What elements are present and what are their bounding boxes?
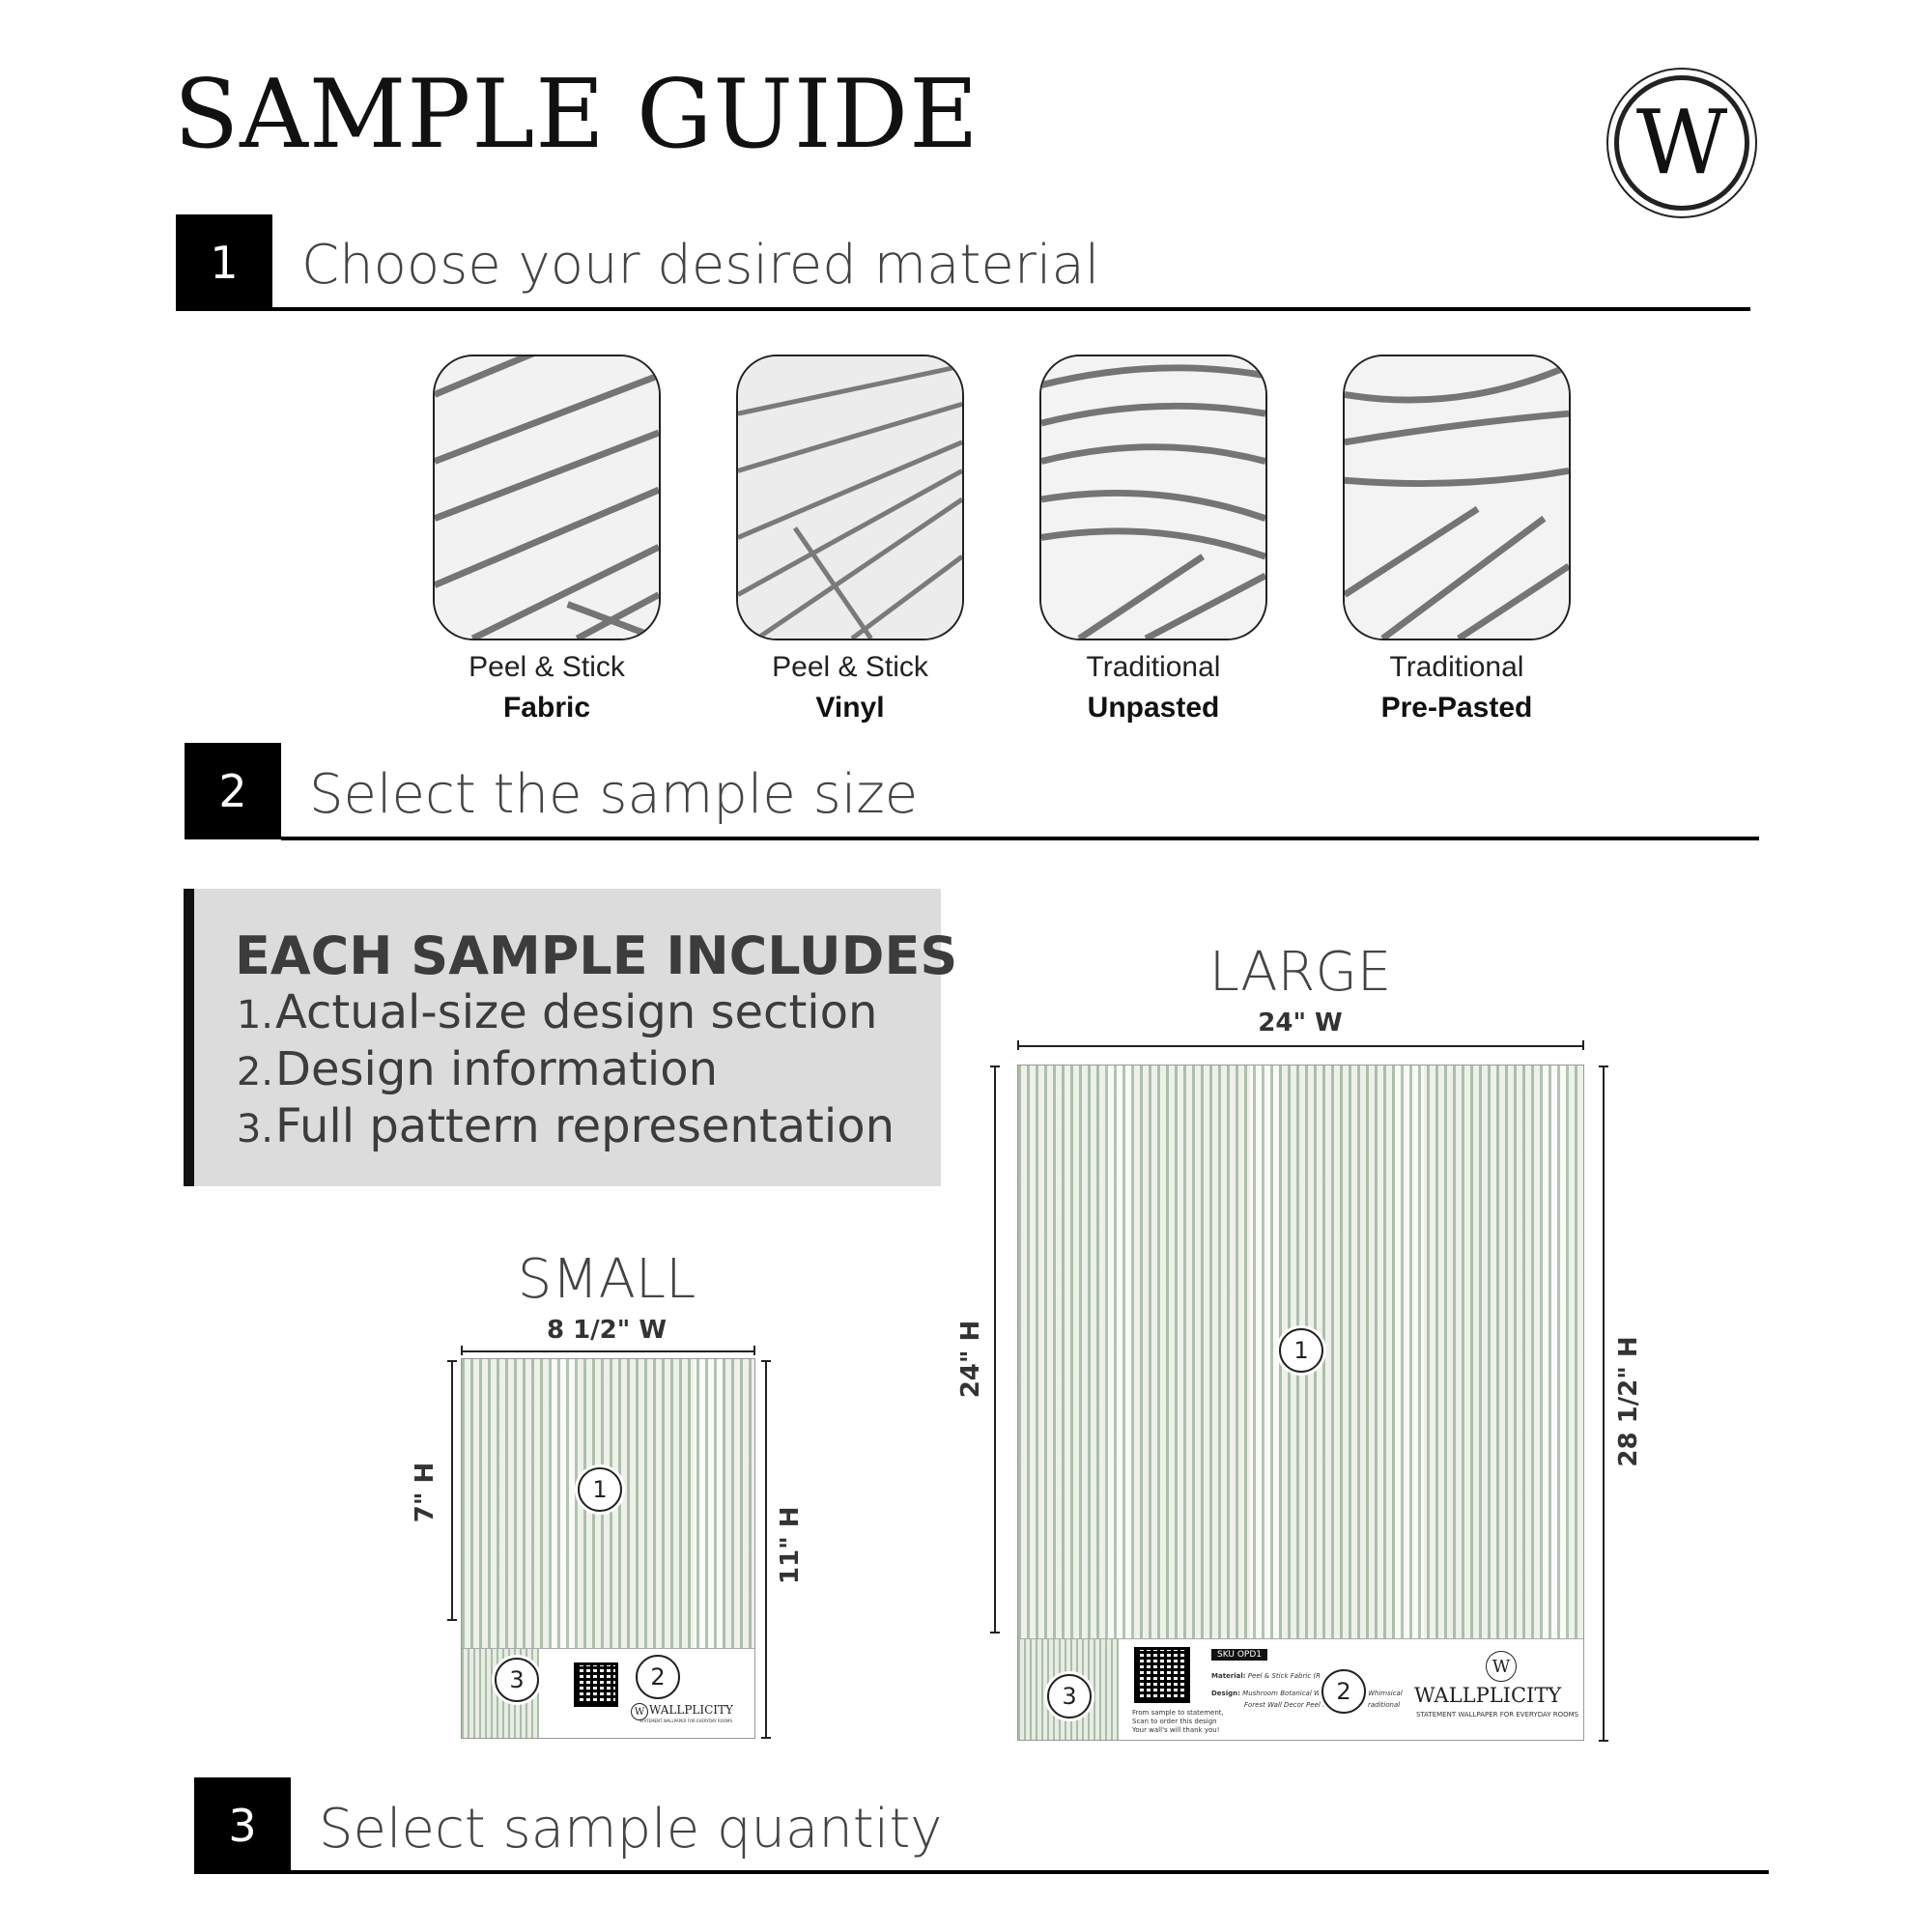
page-title: SAMPLE GUIDE [174,60,980,170]
includes-list: 1.Actual-size design section 2.Design in… [235,985,895,1156]
callout-actual-size: 1 [1279,1328,1323,1373]
step-1-number: 1 [176,214,272,311]
dimension-tick [990,1632,1000,1634]
step-3-title: Select sample quantity [319,1798,943,1861]
callout-actual-size: 1 [578,1467,622,1512]
callout-design-info: 2 [636,1655,680,1699]
large-total-height-line [1603,1065,1605,1742]
dimension-tick [447,1619,457,1621]
large-sample-footer: From sample to statement, Scan to order … [1018,1638,1583,1740]
material-swatch-pre-pasted[interactable] [1343,355,1571,640]
large-total-height-label: 28 1/2" H [1614,1336,1643,1467]
qr-code-icon [1134,1647,1190,1703]
qr-caption: Scan to order this design [1132,1718,1217,1725]
includes-title: EACH SAMPLE INCLUDES [235,925,958,986]
design-info: Whimsical [1368,1690,1403,1697]
dimension-tick [447,1360,457,1362]
sample-includes-box: EACH SAMPLE INCLUDES 1.Actual-size desig… [184,889,957,1186]
small-pattern-section [462,1359,754,1651]
dimension-tick [761,1360,771,1362]
wallplicity-tagline: STATEMENT WALLPAPER FOR EVERYDAY ROOMS [639,1719,733,1723]
large-width-label: 24" W [1258,1009,1343,1037]
material-swatch-unpasted[interactable] [1039,355,1267,640]
dimension-tick [1599,1065,1608,1067]
large-size-title: LARGE [1208,941,1392,1004]
wallplicity-logo-icon: W [1486,1651,1517,1682]
large-sample-preview: From sample to statement, Scan to order … [1017,1065,1584,1741]
step-3-divider [291,1870,1769,1874]
small-width-line [461,1350,755,1352]
large-pattern-section [1018,1065,1583,1639]
wallplicity-brand: WALLPLICITY [649,1703,733,1717]
step-2-title: Select the sample size [309,763,919,826]
callout-full-pattern: 3 [1047,1674,1092,1719]
small-width-label: 8 1/2" W [546,1316,668,1345]
includes-item: 3.Full pattern representation [236,1099,895,1153]
wallplicity-logo-icon: W [631,1703,648,1720]
dimension-tick [990,1065,1000,1067]
qr-code-icon [574,1662,618,1707]
dimension-tick [1582,1040,1584,1050]
large-inner-height-line [994,1065,996,1634]
material-swatch-fabric[interactable] [433,355,661,640]
small-inner-height-label: 7" H [411,1462,440,1523]
brand-logo: W [1606,68,1757,218]
material-swatch-vinyl[interactable] [736,355,964,640]
callout-full-pattern: 3 [495,1658,539,1702]
step-1-divider [272,307,1750,311]
dimension-tick [761,1737,771,1739]
large-inner-height-label: 24" H [956,1320,985,1399]
includes-item: 2.Design information [236,1042,719,1096]
design-info: Forest Wall Decor Peel a [1244,1701,1327,1709]
small-total-height-line [765,1360,767,1739]
qr-caption: Your wall's will thank you! [1132,1726,1220,1734]
small-sample-preview: W WALLPLICITY STATEMENT WALLPAPER FOR EV… [461,1358,755,1739]
includes-item: 1.Actual-size design section [236,985,878,1039]
material-info: Material: Peel & Stick Fabric (R [1211,1672,1321,1680]
small-inner-height-line [451,1360,453,1621]
small-size-title: SMALL [517,1248,696,1311]
step-3-number: 3 [194,1777,291,1874]
small-total-height-label: 11" H [776,1506,805,1584]
design-info: raditional [1368,1701,1401,1709]
dimension-tick [753,1346,755,1355]
wallplicity-tagline: STATEMENT WALLPAPER FOR EVERYDAY ROOMS [1416,1711,1579,1719]
wallplicity-brand: WALLPLICITY [1414,1684,1562,1707]
dimension-tick [461,1346,463,1355]
qr-caption: From sample to statement, [1132,1709,1224,1717]
dimension-tick [1017,1040,1019,1050]
callout-design-info: 2 [1321,1669,1366,1714]
sku-badge: SKU OPD1 [1211,1649,1267,1661]
logo-letter: W [1614,75,1749,211]
design-info: Design: Mushroom Botanical W [1211,1690,1321,1697]
large-width-line [1017,1045,1584,1047]
step-2-divider [281,837,1759,840]
step-1-title: Choose your desired material [301,234,1100,297]
step-2-number: 2 [185,743,281,839]
dimension-tick [1599,1740,1608,1742]
